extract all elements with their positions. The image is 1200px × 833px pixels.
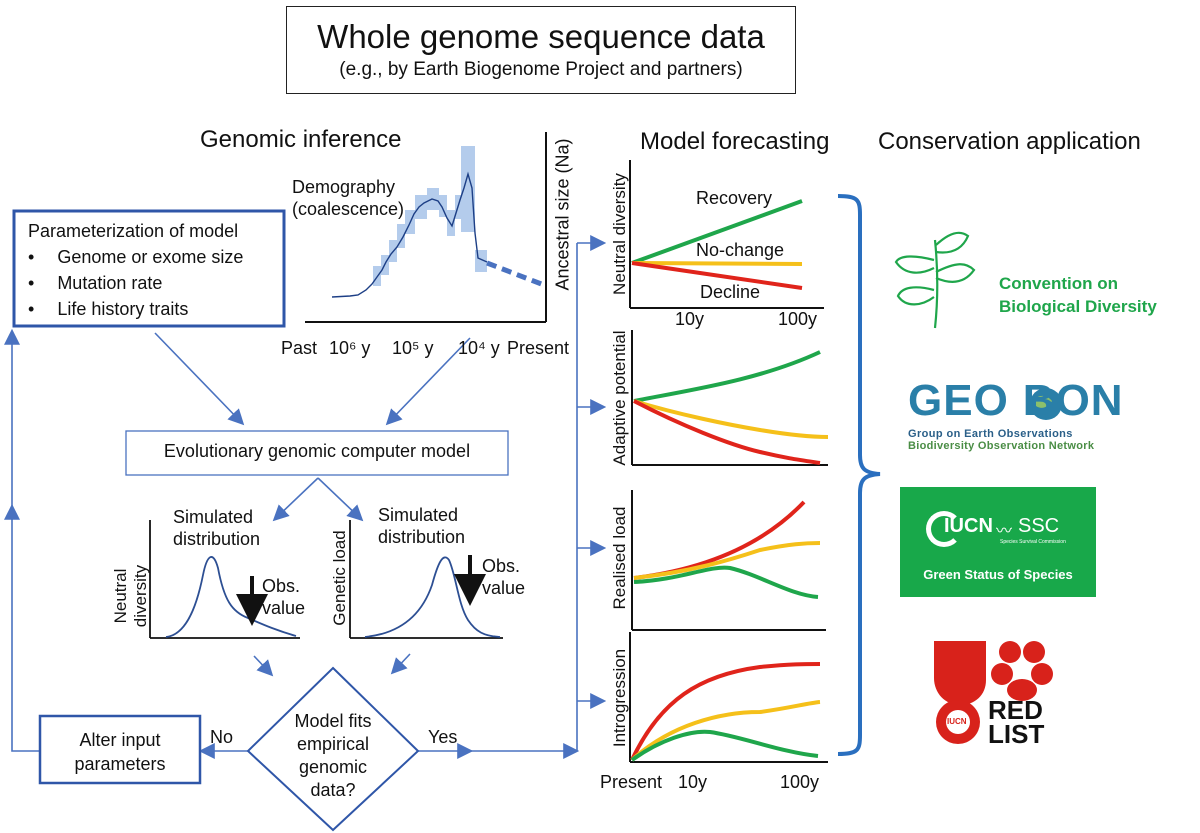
parameterization-box bbox=[12, 209, 286, 328]
curly-bracket bbox=[837, 194, 881, 756]
decision-line: Model fits bbox=[294, 711, 372, 731]
demography-tick: Present bbox=[507, 338, 570, 358]
sim-right-obs: Obs. value bbox=[482, 555, 525, 599]
demography-y-label: Ancestral size (Na) bbox=[552, 138, 573, 291]
sim-left-obs-1: Obs. bbox=[262, 576, 301, 596]
sim-left-obs-2: value bbox=[262, 598, 306, 618]
cbd-leaf-icon bbox=[894, 231, 976, 329]
decision-no: No bbox=[210, 727, 234, 747]
parameterization-title: Parameterization of model bbox=[28, 221, 239, 241]
demography-tick: 10⁵ y bbox=[392, 338, 434, 358]
alter-box bbox=[38, 714, 202, 785]
forecast-panel-3 bbox=[631, 490, 826, 631]
demography-label-1: Demography bbox=[292, 177, 396, 197]
cbd-logo: Convention on Biological Diversity bbox=[999, 272, 1157, 318]
model-box bbox=[125, 430, 509, 476]
sim-left-title-2: distribution bbox=[173, 529, 261, 549]
param-item: • Mutation rate bbox=[28, 273, 163, 293]
demography-tick: 10⁶ y bbox=[329, 338, 371, 358]
cbd-line-1: Convention on bbox=[999, 274, 1118, 293]
forecast-panel-2 bbox=[631, 330, 829, 466]
panel1-tick: 10y bbox=[675, 309, 705, 329]
alter-line-1: Alter input bbox=[79, 730, 161, 750]
sim-left-plot bbox=[149, 520, 300, 639]
panel1-y-label: Neutral diversity bbox=[610, 173, 629, 295]
ssc-subtext: Species Survival Commission bbox=[1000, 539, 1066, 545]
demography-label-2: (coalescence) bbox=[292, 199, 405, 219]
decision-yes: Yes bbox=[428, 727, 458, 747]
label-nochange: No-change bbox=[696, 240, 785, 260]
panel3-y-label: Realised load bbox=[610, 506, 629, 610]
sim-left-y-label: Neutral diversity bbox=[111, 564, 150, 628]
ssc-icon: 〰 bbox=[996, 523, 1013, 540]
iucn-caption: Green Status of Species bbox=[923, 567, 1073, 582]
param-item: • Genome or exome size bbox=[28, 247, 244, 267]
panel4-tick: 10y bbox=[678, 772, 708, 792]
model-box-label: Evolutionary genomic computer model bbox=[163, 441, 471, 461]
decision-text: Model fits empirical genomic data? bbox=[263, 710, 403, 802]
sim-right-title: Simulated distribution bbox=[378, 504, 465, 548]
redlist-text: RED LIST bbox=[988, 695, 1045, 749]
panel1-recovery bbox=[631, 199, 803, 265]
alter-text: Alter input parameters bbox=[40, 728, 200, 776]
page-title: Whole genome sequence data bbox=[317, 18, 765, 55]
sim-right-curve bbox=[364, 556, 501, 638]
geobon-line-2: Biodiversity Observation Network bbox=[908, 440, 1095, 452]
parameterization-text: Parameterization of model • Genome or ex… bbox=[28, 218, 243, 322]
demography-label: Demography (coalescence) bbox=[292, 176, 404, 220]
sim-left-title-1: Simulated bbox=[173, 507, 254, 527]
page-subtitle: (e.g., by Earth Biogenome Project and pa… bbox=[339, 59, 743, 80]
redlist-line-2: LIST bbox=[988, 719, 1045, 749]
demography-projection bbox=[486, 260, 545, 288]
section-model-forecasting: Model forecasting bbox=[640, 128, 830, 155]
sim-right-y-label: Genetic load bbox=[330, 530, 349, 626]
demography-plot bbox=[305, 132, 547, 323]
ssc-text: SSC bbox=[1018, 515, 1060, 537]
sim-right-title-1: Simulated bbox=[378, 505, 459, 525]
forecast-panel-1 bbox=[629, 160, 824, 309]
demography-tick: 10⁴ y bbox=[458, 338, 500, 358]
decision-diamond bbox=[246, 666, 420, 832]
sim-right-plot bbox=[349, 520, 503, 639]
alter-line-2: parameters bbox=[74, 754, 166, 774]
redlist-iucn-small: IUCN bbox=[947, 717, 967, 726]
demography-line bbox=[331, 171, 488, 298]
decision-line: empirical bbox=[296, 734, 370, 754]
sim-right-title-2: distribution bbox=[378, 527, 466, 547]
panel1-nochange bbox=[631, 261, 803, 266]
demography-tick: Past bbox=[281, 338, 318, 358]
sim-right-obs-2: value bbox=[482, 578, 526, 598]
flow-arrows bbox=[4, 235, 607, 759]
iucn-text: IUCN bbox=[944, 515, 993, 537]
label-recovery: Recovery bbox=[696, 188, 773, 208]
forecast-panel-4 bbox=[629, 632, 828, 763]
geobon-mark-geo: GEO bbox=[908, 376, 1009, 425]
panel4-tick: 100y bbox=[780, 772, 820, 792]
section-genomic-inference: Genomic inference bbox=[200, 126, 402, 153]
redlist-logo-icon bbox=[934, 641, 1053, 744]
decision-line: data? bbox=[310, 780, 356, 800]
panel1-tick: 100y bbox=[778, 309, 818, 329]
iucn-ring-icon bbox=[926, 511, 962, 547]
geobon-globe-icon bbox=[1030, 388, 1062, 420]
panel1-decline bbox=[631, 261, 803, 290]
geobon-mark-bon: BON bbox=[1022, 376, 1124, 425]
sim-left-title: Simulated distribution bbox=[173, 506, 260, 550]
geobon-logo: GEO BON Group on Earth Observations Biodi… bbox=[908, 376, 1124, 453]
iucn-green-status-logo: IUCN 〰 SSC Species Survival Commission G… bbox=[900, 487, 1096, 597]
section-conservation-application: Conservation application bbox=[878, 128, 1141, 155]
header-box: Whole genome sequence data (e.g., by Ear… bbox=[286, 6, 796, 94]
decision-line: genomic bbox=[298, 757, 368, 777]
redlist-line-1: RED bbox=[988, 695, 1043, 725]
geobon-line-1: Group on Earth Observations bbox=[908, 428, 1073, 440]
cbd-line-2: Biological Diversity bbox=[999, 297, 1157, 316]
panel4-tick: Present bbox=[600, 772, 663, 792]
param-item: • Life history traits bbox=[28, 299, 189, 319]
panel4-y-label: Introgression bbox=[610, 648, 629, 748]
sim-left-obs: Obs. value bbox=[262, 575, 305, 619]
panel2-y-label: Adaptive potential bbox=[610, 330, 629, 466]
sim-right-obs-1: Obs. bbox=[482, 556, 521, 576]
label-decline: Decline bbox=[700, 282, 761, 302]
